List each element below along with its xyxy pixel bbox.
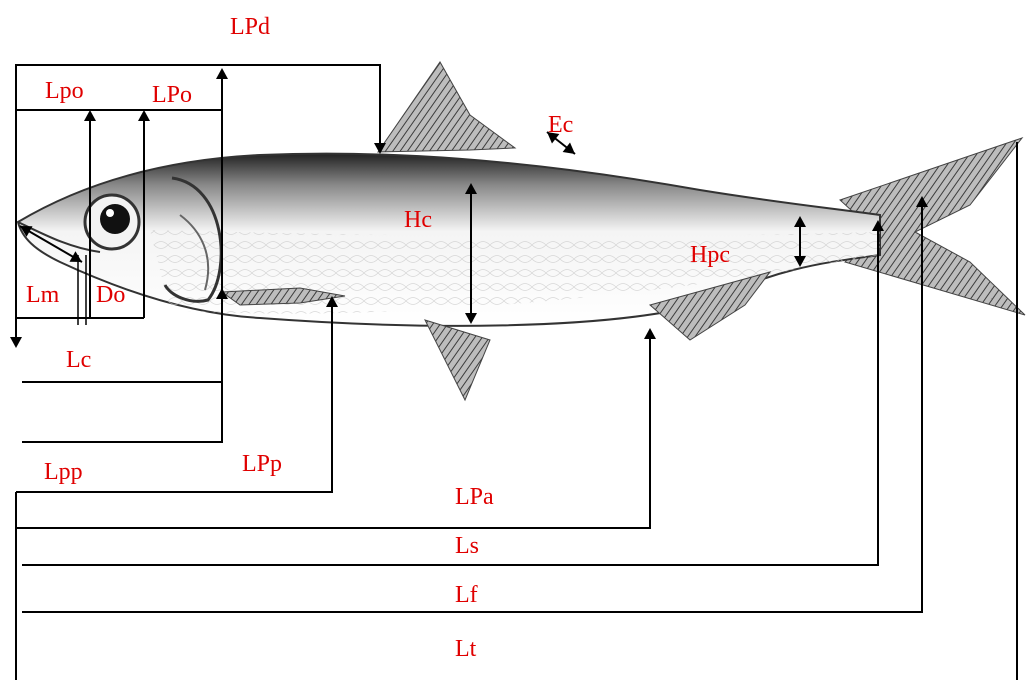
arrowhead — [138, 110, 150, 121]
label-lc: Lc — [66, 348, 91, 372]
label-do: Do — [96, 283, 125, 307]
label-lf: Lf — [455, 583, 478, 607]
label-lpa: LPa — [455, 485, 494, 509]
pelvic-fin — [425, 320, 490, 400]
dorsal-fin — [378, 62, 515, 152]
measurement-lines — [16, 65, 1017, 680]
label-lpo: Lpo — [45, 79, 84, 103]
label-lpo-upper: LPo — [152, 83, 192, 107]
label-ec: Ec — [548, 113, 573, 137]
label-hc: Hc — [404, 208, 432, 232]
label-ls: Ls — [455, 534, 479, 558]
arrowhead — [84, 110, 96, 121]
lpp-line — [22, 290, 222, 442]
arrowhead — [216, 68, 228, 79]
arrowhead — [644, 328, 656, 339]
label-hpc: Hpc — [690, 243, 730, 267]
arrowhead — [10, 337, 22, 348]
label-lpp: Lpp — [44, 460, 83, 484]
label-lm: Lm — [26, 283, 59, 307]
label-lpp-upper: LPp — [242, 452, 282, 476]
label-lpd: LPd — [230, 15, 270, 39]
label-lt: Lt — [455, 637, 476, 661]
